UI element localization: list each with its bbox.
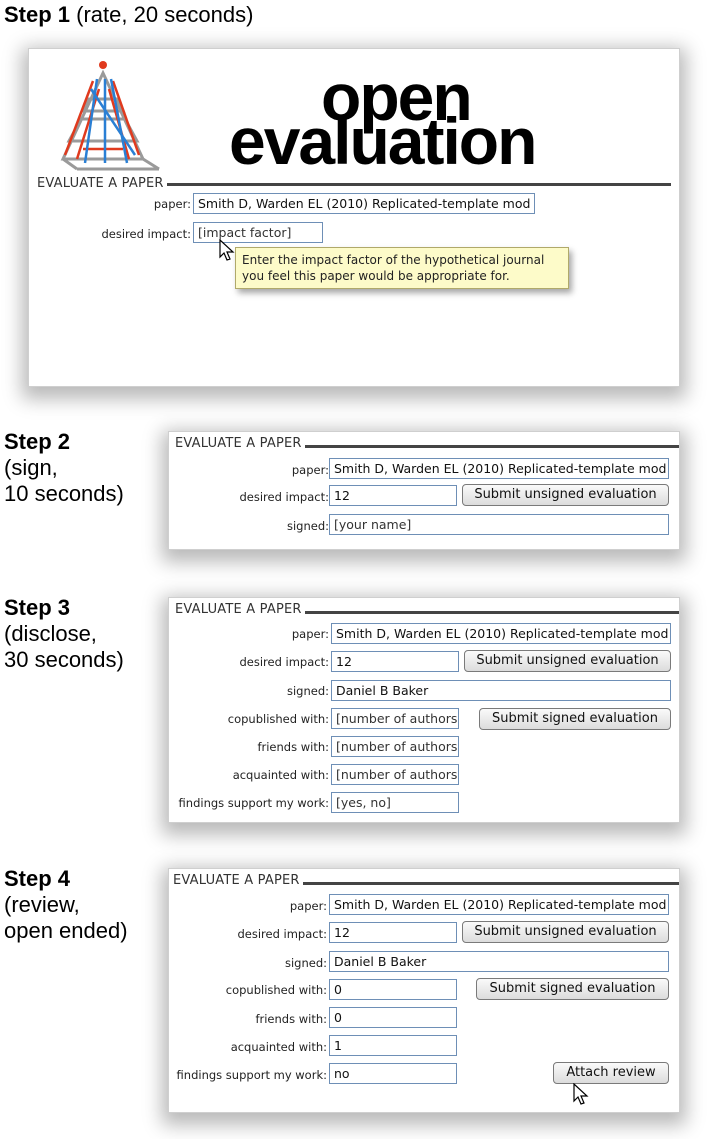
section-title: EVALUATE A PAPER <box>175 602 302 617</box>
pyramid-logo <box>60 61 160 171</box>
mouse-cursor-icon <box>219 239 235 261</box>
step-3-note-line2: 30 seconds) <box>4 647 124 672</box>
impact-tooltip: Enter the impact factor of the hypotheti… <box>235 247 569 289</box>
findings-label: findings support my work: <box>178 796 329 810</box>
step-4-label: Step 4 <box>4 866 71 891</box>
section-title: EVALUATE A PAPER <box>37 176 164 191</box>
acquainted-label: acquainted with: <box>230 1040 327 1054</box>
section-divider <box>167 183 671 186</box>
step-2-note-line2: 10 seconds) <box>4 481 124 506</box>
mouse-cursor-icon <box>573 1083 589 1105</box>
friends-input[interactable]: 0 <box>329 1007 457 1028</box>
paper-label: paper: <box>289 899 327 913</box>
acquainted-input[interactable]: 1 <box>329 1035 457 1056</box>
step-2-title: Step 2 (sign, 10 seconds) <box>4 429 124 507</box>
section-divider <box>303 882 679 885</box>
section-title: EVALUATE A PAPER <box>175 436 302 451</box>
findings-input[interactable]: [yes, no] <box>331 792 459 813</box>
copublished-input[interactable]: 0 <box>329 979 457 1000</box>
friends-label: friends with: <box>255 1012 327 1026</box>
step-2-label: Step 2 <box>4 429 71 454</box>
desired-impact-label: desired impact: <box>101 227 191 241</box>
signed-label: signed: <box>284 956 327 970</box>
desired-impact-label: desired impact: <box>239 490 329 504</box>
attach-review-button[interactable]: Attach review <box>553 1062 669 1084</box>
copublished-label: copublished with: <box>225 983 327 997</box>
paper-field[interactable]: Smith D, Warden EL (2010) Replicated-tem… <box>193 193 535 214</box>
signed-input[interactable]: Daniel B Baker <box>331 680 671 701</box>
step-3-label: Step 3 <box>4 595 71 620</box>
step-3-panel: EVALUATE A PAPER paper: Smith D, Warden … <box>168 597 680 823</box>
impact-input[interactable]: 12 <box>331 651 459 672</box>
step-4-panel: EVALUATE A PAPER paper: Smith D, Warden … <box>168 868 680 1113</box>
submit-unsigned-button[interactable]: Submit unsigned evaluation <box>464 650 671 672</box>
signed-input[interactable]: Daniel B Baker <box>329 951 669 972</box>
step-3-note-line1: (disclose, <box>4 621 97 646</box>
acquainted-label: acquainted with: <box>232 768 329 782</box>
submit-unsigned-button[interactable]: Submit unsigned evaluation <box>462 921 669 943</box>
paper-label: paper: <box>291 463 329 477</box>
step-4-note-line1: (review, <box>4 892 80 917</box>
submit-signed-button[interactable]: Submit signed evaluation <box>476 978 669 1000</box>
logo-open-text: open <box>321 60 473 134</box>
logo-evaluation-text: evaluation <box>229 104 537 178</box>
impact-factor-input[interactable]: [impact factor] <box>193 222 323 243</box>
step-1-label: Step 1 <box>4 2 71 27</box>
impact-input[interactable]: 12 <box>329 485 457 506</box>
paper-label: paper: <box>153 197 191 211</box>
signed-label: signed: <box>286 519 329 533</box>
friends-input[interactable]: [number of authors] <box>331 736 459 757</box>
step-3-title: Step 3 (disclose, 30 seconds) <box>4 595 124 673</box>
submit-signed-button[interactable]: Submit signed evaluation <box>479 708 671 730</box>
paper-field[interactable]: Smith D, Warden EL (2010) Replicated-tem… <box>329 894 669 915</box>
section-title: EVALUATE A PAPER <box>173 873 300 888</box>
desired-impact-label: desired impact: <box>239 655 329 669</box>
signed-label: signed: <box>286 684 329 698</box>
signed-input[interactable]: [your name] <box>329 514 669 535</box>
step-1-title: Step 1 (rate, 20 seconds) <box>4 2 253 28</box>
acquainted-input[interactable]: [number of authors] <box>331 764 459 785</box>
friends-label: friends with: <box>257 740 329 754</box>
step-2-panel: EVALUATE A PAPER paper: Smith D, Warden … <box>168 431 680 550</box>
copublished-label: copublished with: <box>227 712 329 726</box>
impact-input[interactable]: 12 <box>329 922 457 943</box>
section-divider <box>305 445 679 448</box>
paper-label: paper: <box>291 627 329 641</box>
desired-impact-label: desired impact: <box>237 927 327 941</box>
step-1-note: (rate, 20 seconds) <box>76 2 254 27</box>
copublished-input[interactable]: [number of authors] <box>331 708 459 729</box>
findings-input[interactable]: no <box>329 1063 457 1084</box>
findings-label: findings support my work: <box>176 1068 327 1082</box>
step-2-note-line1: (sign, <box>4 455 58 480</box>
step-1-panel: open evaluation EVALUATE A PAPER paper: … <box>28 48 680 387</box>
paper-field[interactable]: Smith D, Warden EL (2010) Replicated-tem… <box>331 623 671 644</box>
submit-unsigned-button[interactable]: Submit unsigned evaluation <box>462 484 669 506</box>
paper-field[interactable]: Smith D, Warden EL (2010) Replicated-tem… <box>329 458 669 479</box>
step-4-title: Step 4 (review, open ended) <box>4 866 128 944</box>
step-4-note-line2: open ended) <box>4 918 128 943</box>
section-divider <box>305 611 679 614</box>
